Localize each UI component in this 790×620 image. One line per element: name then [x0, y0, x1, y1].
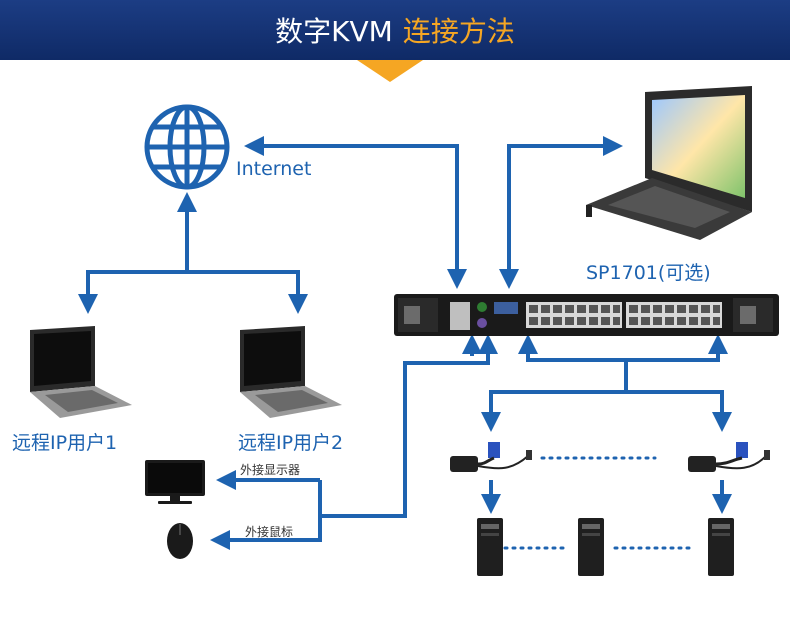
title-notch — [357, 60, 423, 82]
globe-icon — [144, 104, 230, 190]
mouse-icon — [167, 523, 193, 559]
line-port-bus — [518, 334, 728, 362]
user1-label: 远程IP用户1 — [12, 432, 118, 454]
console-label: SP1701(可选) — [586, 262, 711, 284]
server-icon-1 — [477, 518, 503, 576]
line-ext-mouse — [210, 480, 322, 550]
connection-lines — [78, 136, 732, 550]
kvm-dongle-icon-left — [450, 442, 532, 472]
ext-monitor-label: 外接显示器 — [240, 463, 301, 477]
kvm-switch-icon — [394, 294, 779, 336]
ext-mouse-label: 外接鼠标 — [245, 525, 294, 539]
laptop-icon-user1 — [30, 326, 132, 418]
internet-label: Internet — [236, 158, 312, 180]
line-kvm-to-internet — [244, 136, 467, 289]
monitor-icon — [145, 460, 205, 504]
rack-console-icon — [586, 86, 752, 240]
server-icon-2 — [578, 518, 604, 576]
kvm-dongle-icon-right — [688, 442, 770, 472]
user2-label: 远程IP用户2 — [238, 432, 344, 454]
server-icon-3 — [708, 518, 734, 576]
title-accent: 连接方法 — [402, 15, 515, 48]
line-users-branch — [78, 270, 308, 314]
dotted-ellipsis — [503, 456, 692, 550]
line-kvm-to-console — [499, 136, 623, 289]
line-dongle-branch — [481, 390, 732, 432]
line-kvm-to-ext-mouse — [320, 338, 490, 518]
page-title: 数字KVM 连接方法 — [0, 0, 790, 60]
laptop-icon-user2 — [240, 326, 342, 418]
header-banner — [0, 0, 790, 60]
title-main: 数字KVM — [275, 15, 393, 48]
